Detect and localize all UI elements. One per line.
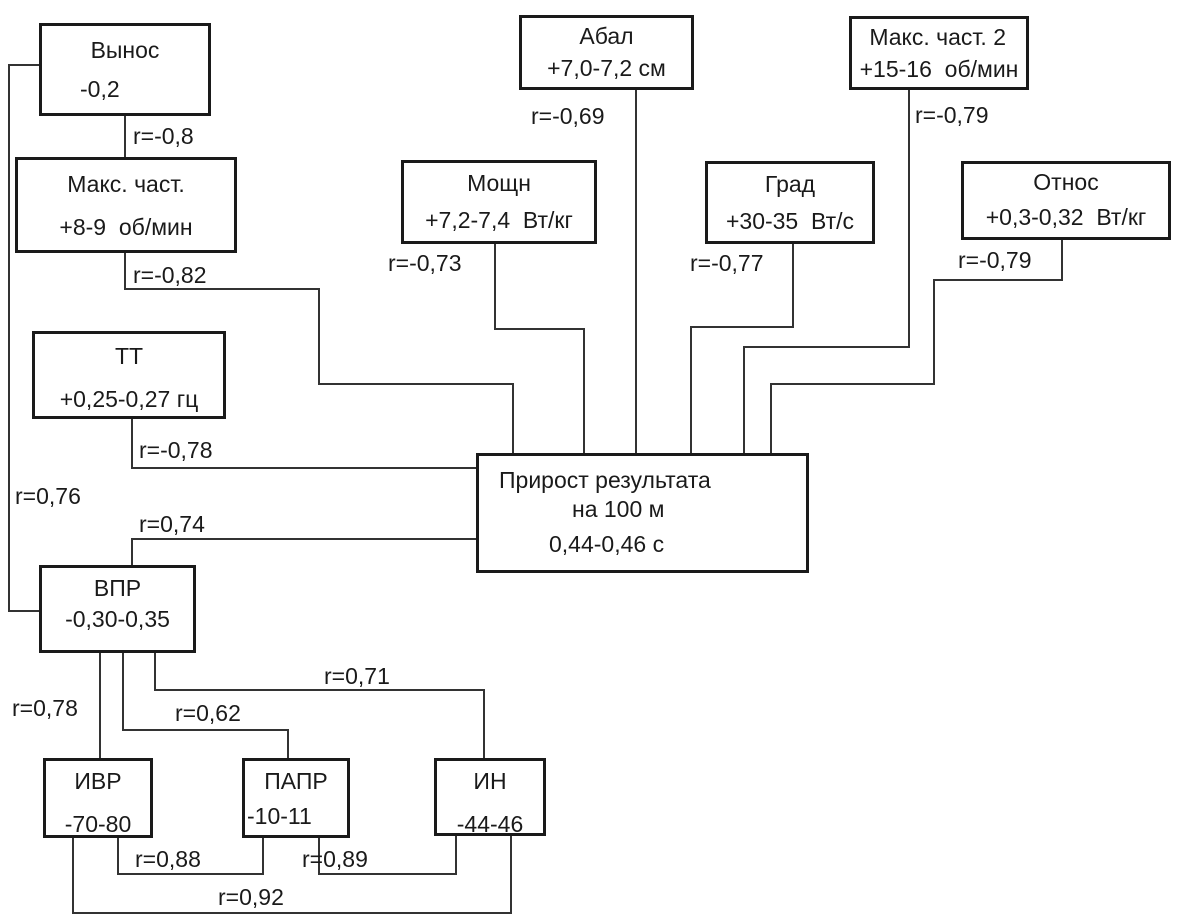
edge-label-moshn-central: r=-0,73 (388, 250, 462, 276)
node-papr: ПАПР -10-11 (242, 758, 350, 838)
node-value: +30-35 Вт/с (725, 207, 855, 234)
node-ivr: ИВР -70-80 (43, 758, 153, 838)
edge-maks2-central (743, 90, 910, 456)
edge-label-vynos-vpr: r=0,76 (15, 483, 81, 509)
edge-label-vpr-in: r=0,71 (324, 663, 390, 689)
node-maks2: Макс. част. 2 +15-16 об/мин (849, 16, 1029, 90)
node-value: +15-16 об/мин (859, 55, 1019, 82)
edge-label-otnos-central: r=-0,79 (958, 247, 1032, 273)
node-name: ВПР (93, 575, 142, 601)
edge-label-grad-central: r=-0,77 (690, 250, 764, 276)
edge-ivr-in (72, 836, 512, 914)
node-name: Вынос (90, 37, 160, 63)
node-value: +7,0-7,2 см (547, 54, 666, 81)
node-value: +8-9 об/мин (59, 213, 193, 240)
edge-otnos-central (770, 239, 1063, 456)
node-moshn: Мощн +7,2-7,4 Вт/кг (401, 160, 597, 244)
node-value: -44-46 (456, 810, 524, 837)
edge-label-maks2-central: r=-0,79 (915, 102, 989, 128)
edge-maks1-central (124, 253, 514, 456)
edge-label-maks1-central: r=-0,82 (133, 262, 207, 288)
node-value: -0,2 (80, 75, 120, 102)
node-name: ИН (473, 768, 507, 794)
edge-tt-central (131, 418, 477, 469)
node-value: -0,30-0,35 (65, 605, 170, 632)
node-name: ИВР (74, 768, 122, 794)
node-vynos: Вынос -0,2 (39, 23, 211, 116)
edge-label-ivr-in: r=0,92 (218, 884, 284, 910)
edge-label-vpr-ivr: r=0,78 (12, 695, 78, 721)
edge-moshn-central (494, 243, 585, 456)
edge-vpr-papr (122, 651, 289, 758)
node-in: ИН -44-46 (434, 758, 546, 837)
node-value: +7,2-7,4 Вт/кг (425, 206, 573, 233)
node-maks1: Макс. част. +8-9 об/мин (15, 157, 237, 253)
node-grad: Град +30-35 Вт/с (705, 161, 875, 244)
edge-label-tt-central: r=-0,78 (139, 437, 213, 463)
central-value: 0,44-0,46 с (549, 530, 665, 557)
node-name: Мощн (467, 170, 531, 196)
edge-vynos-vpr (8, 64, 40, 612)
node-name: Макс. част. 2 (869, 24, 1006, 50)
edge-ivr-papr (117, 836, 264, 875)
edge-label-ivr-papr: r=0,88 (135, 846, 201, 872)
node-otnos: Относ +0,3-0,32 Вт/кг (961, 161, 1171, 240)
node-value: +0,3-0,32 Вт/кг (985, 203, 1147, 230)
edge-label-vpr-papr: r=0,62 (175, 700, 241, 726)
edge-vpr-central (131, 538, 477, 567)
node-value: -10-11 (247, 802, 312, 829)
node-central: Прирост результата на 100 м 0,44-0,46 с (476, 453, 809, 573)
node-value: +0,25-0,27 гц (59, 385, 199, 412)
edge-vpr-in (154, 651, 485, 758)
node-name: Относ (1033, 169, 1099, 195)
node-value: -70-80 (64, 810, 132, 837)
node-abal: Абал +7,0-7,2 см (519, 15, 694, 90)
node-name: Абал (579, 23, 634, 49)
node-vpr: ВПР -0,30-0,35 (39, 565, 196, 653)
node-tt: ТТ +0,25-0,27 гц (32, 331, 226, 419)
edge-label-papr-in: r=0,89 (302, 846, 368, 872)
node-name: Макс. част. (67, 171, 185, 197)
central-line2: на 100 м (572, 495, 665, 522)
node-name: ТТ (114, 343, 144, 369)
central-line1: Прирост результата (499, 467, 711, 493)
node-name: ПАПР (264, 768, 328, 794)
edge-grad-central (690, 243, 794, 456)
node-name: Град (764, 171, 816, 197)
edge-label-vynos-maks1: r=-0,8 (133, 123, 194, 149)
edge-label-abal-central: r=-0,69 (531, 103, 605, 129)
edge-label-vpr-central: r=0,74 (139, 511, 205, 537)
edge-papr-in (318, 836, 457, 875)
